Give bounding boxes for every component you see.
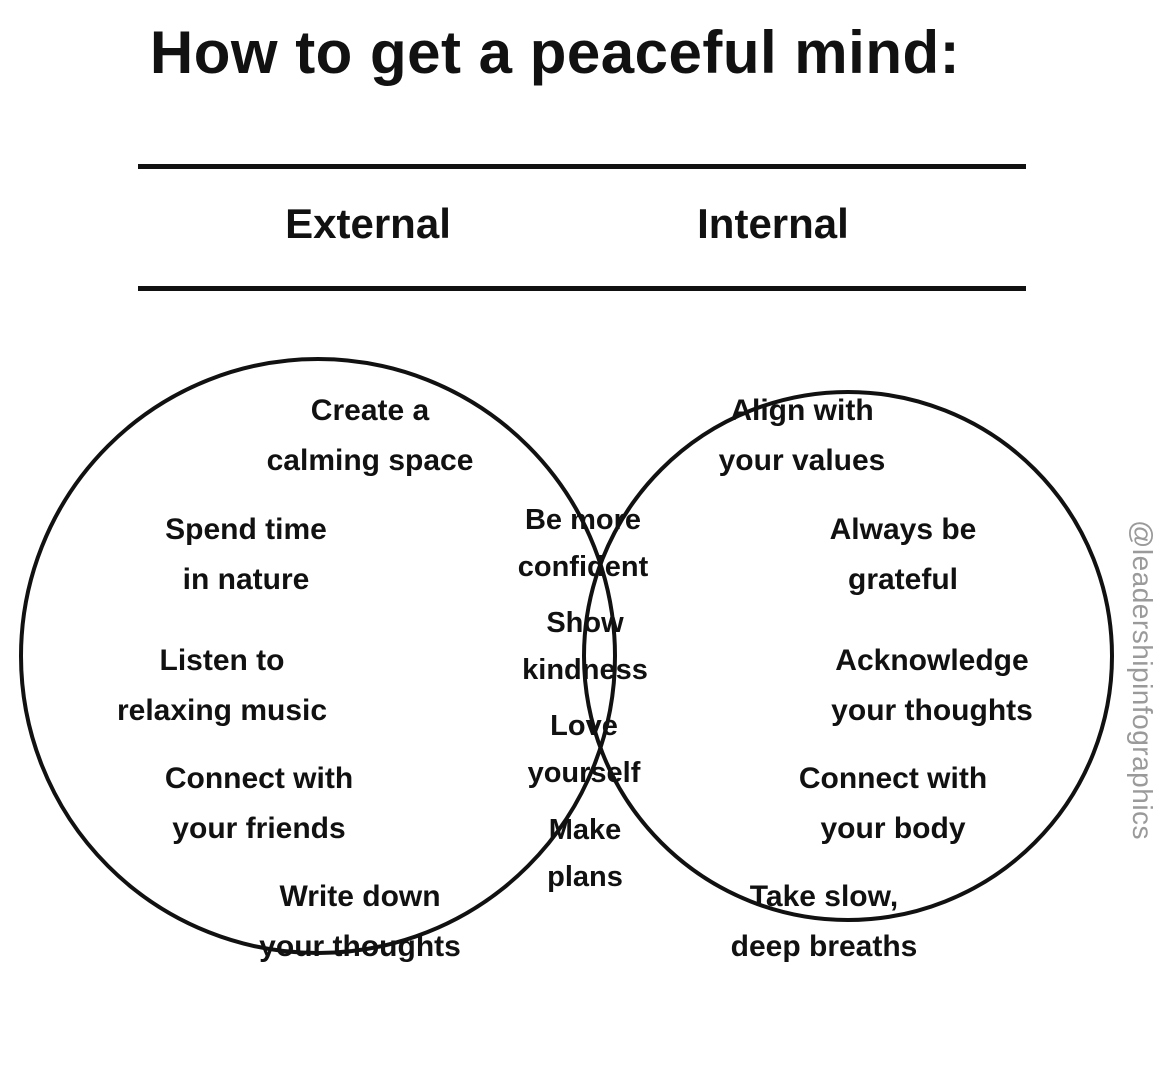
both-item-kindness: Show kindness <box>522 600 648 694</box>
internal-item-body: Connect with your body <box>799 754 987 854</box>
internal-circle <box>582 390 1114 922</box>
item-line: Listen to <box>159 644 285 677</box>
item-line: your friends <box>172 812 346 845</box>
item-line: Take slow, <box>749 880 899 913</box>
item-line: your values <box>718 444 886 477</box>
item-line: yourself <box>527 757 641 789</box>
item-line: plans <box>547 861 623 893</box>
item-line: Be more <box>524 504 642 536</box>
internal-item-acknowledge: Acknowledge your thoughts <box>831 636 1033 736</box>
internal-item-breaths: Take slow, deep breaths <box>731 872 918 972</box>
page-title: How to get a peaceful mind: <box>149 19 961 86</box>
top-divider <box>138 164 1026 169</box>
item-line: kindness <box>522 654 648 686</box>
item-line: Connect with <box>798 762 988 795</box>
item-line: Connect with <box>164 762 354 795</box>
item-line: Love <box>550 710 618 742</box>
external-item-calming-space: Create a calming space <box>267 386 474 486</box>
internal-item-values: Align with your values <box>719 386 886 486</box>
item-line: Create a <box>310 394 430 427</box>
external-item-write-thoughts: Write down your thoughts <box>259 872 461 972</box>
item-line: Show <box>546 607 624 639</box>
item-line: confident <box>517 551 649 583</box>
external-item-nature: Spend time in nature <box>165 505 327 605</box>
header-external: External <box>285 200 451 247</box>
item-line: grateful <box>847 563 959 596</box>
both-item-plans: Make plans <box>547 807 623 901</box>
item-line: Acknowledge <box>835 644 1029 677</box>
bottom-divider <box>138 286 1026 291</box>
item-line: your thoughts <box>831 694 1033 727</box>
watermark: @leadershipinfographics <box>1127 519 1158 841</box>
item-line: in nature <box>182 563 310 596</box>
both-item-confident: Be more confident <box>518 497 649 591</box>
item-line: Spend time <box>165 513 327 546</box>
item-line: calming space <box>266 444 474 477</box>
item-line: Align with <box>730 394 874 427</box>
external-item-friends: Connect with your friends <box>165 754 353 854</box>
header-internal: Internal <box>697 200 849 247</box>
item-line: relaxing music <box>116 694 328 727</box>
item-line: your body <box>820 812 966 845</box>
internal-item-grateful: Always be grateful <box>830 505 977 605</box>
item-line: Make <box>548 814 622 846</box>
item-line: your thoughts <box>259 930 461 963</box>
external-circle <box>19 357 617 955</box>
item-line: Write down <box>279 880 441 913</box>
both-item-love-yourself: Love yourself <box>528 703 641 797</box>
item-line: deep breaths <box>730 930 918 963</box>
item-line: Always be <box>829 513 977 546</box>
external-item-music: Listen to relaxing music <box>117 636 327 736</box>
